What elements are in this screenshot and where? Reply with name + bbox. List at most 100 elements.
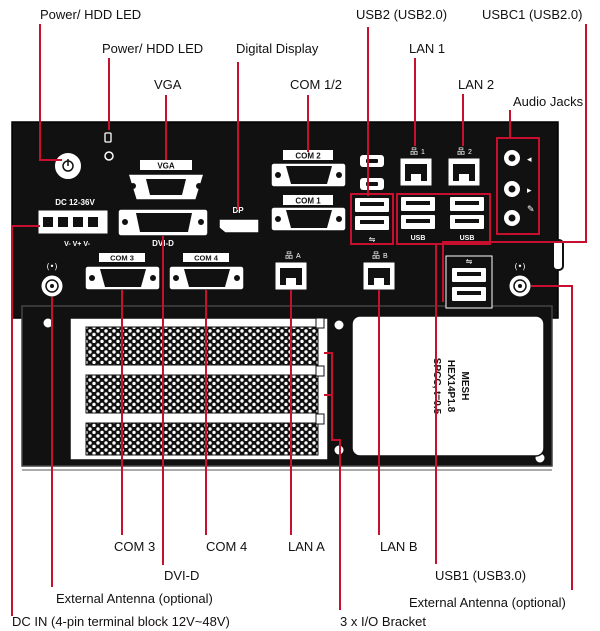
lan2-port-tag: 2 <box>468 149 472 156</box>
label-lan1: LAN 1 <box>409 41 446 56</box>
usb1-right-port-top-tongue <box>455 201 479 205</box>
dvid-connector-face <box>136 213 192 232</box>
callout-power-hdd-led-1 <box>39 24 62 161</box>
dvid-screw-right <box>198 219 204 225</box>
audio-jack-mic-hole <box>508 214 516 222</box>
dc-voltage-label: DC 12-36V <box>55 198 95 207</box>
com1-label-box <box>283 195 333 205</box>
com2-label-box <box>283 150 333 160</box>
mesh-sticker-line-2: HEX14P1.8 <box>445 360 456 413</box>
io-bracket-tab-1 <box>315 317 325 329</box>
antenna-left-wifi-icon: (•) <box>47 262 58 271</box>
vga-connector-face <box>146 179 186 195</box>
label-vga: VGA <box>154 77 182 92</box>
lan1-network-icon: 品 <box>410 147 418 156</box>
com3-screw-left <box>89 275 95 281</box>
com3-port-label: COM 3 <box>110 254 134 263</box>
lana-port-tag: A <box>296 253 301 260</box>
lanb-port[interactable]: 品 B <box>362 251 396 291</box>
usbc1-ports[interactable]: ⇋ <box>445 255 493 309</box>
mesh-sticker-area <box>351 315 545 457</box>
io-bracket-tab-3 <box>315 413 325 425</box>
dc-terminal-pin-1 <box>43 217 53 227</box>
usbc1-port-top-tongue <box>457 272 481 276</box>
com2-port[interactable]: COM 2 <box>270 150 347 188</box>
label-power-hdd-led-1: Power/ HDD LED <box>40 7 142 22</box>
lanb-port-tag: B <box>383 253 388 260</box>
com1-screw-right <box>336 216 342 222</box>
audio-jack-line-out-hole <box>508 154 516 162</box>
io-bracket-3[interactable] <box>85 422 319 456</box>
lan2-port[interactable]: 品 2 <box>447 147 481 187</box>
usb-symbol-icon: ⇋ <box>369 235 376 244</box>
label-digital-display: Digital Display <box>236 41 319 56</box>
label-lana: LAN A <box>288 539 325 554</box>
callout-lines <box>11 24 587 616</box>
com3-port[interactable]: COM 3 <box>84 253 161 291</box>
vga-screw-left <box>130 183 136 189</box>
label-com12: COM 1/2 <box>290 77 343 92</box>
label-usbc1: USBC1 (USB2.0) <box>482 7 583 22</box>
antenna-right-wifi-icon: (•) <box>515 262 526 271</box>
audio-in-icon: ▸ <box>527 186 532 196</box>
dp-port-label: DP <box>232 206 244 215</box>
usbc1-port-bottom-tongue <box>457 291 481 295</box>
io-bracket-1[interactable] <box>85 326 319 366</box>
usb2-port-bottom-tongue <box>360 220 384 224</box>
lan2-connector-jack <box>453 164 475 181</box>
callout-ext-antenna-2 <box>531 285 573 590</box>
lanb-connector-jack <box>368 268 390 285</box>
com3-label-box <box>99 253 145 262</box>
hdd-led-icon <box>104 132 112 143</box>
usb1-ports-left[interactable]: USB <box>401 197 435 242</box>
label-usb2: USB2 (USB2.0) <box>356 7 448 22</box>
usb2-ports[interactable]: ⇋ <box>355 198 389 244</box>
right-side-bump <box>552 239 564 271</box>
lan1-connector-jack <box>405 164 427 181</box>
lan1-port[interactable]: 品 1 <box>399 147 433 187</box>
label-ext-antenna-2: External Antenna (optional) <box>409 595 566 610</box>
lan1-connector-clip <box>411 174 421 181</box>
com4-label-box <box>183 253 229 262</box>
com4-port-label: COM 4 <box>194 254 219 263</box>
audio-jack-line-in-hole <box>508 185 516 193</box>
usb1-left-port-bottom-tongue <box>406 219 430 223</box>
lana-port[interactable]: 品 A <box>274 251 308 291</box>
callout-usb2-box <box>350 193 394 245</box>
com2-port-label: COM 2 <box>295 152 321 161</box>
com1-port[interactable]: COM 1 <box>270 195 347 232</box>
dvid-screw-left <box>122 219 128 225</box>
vga-port[interactable]: VGA <box>126 160 206 201</box>
label-audio-jacks: Audio Jacks <box>513 94 584 109</box>
io-bracket-screw-top <box>333 319 345 331</box>
dp-port[interactable]: DP <box>218 206 260 234</box>
io-bracket-2[interactable] <box>85 374 319 414</box>
label-dvid: DVI-D <box>164 568 200 583</box>
com4-port[interactable]: COM 4 <box>168 253 245 291</box>
label-lan2: LAN 2 <box>458 77 495 92</box>
mesh-sticker: MESH HEX14P1.8 SPCC, t=0.5 <box>351 315 545 457</box>
dc-terminal-pin-4 <box>88 217 98 227</box>
dc-terminal-block[interactable]: DC 12-36V V- V+ V- <box>37 198 109 248</box>
dc-terminal-pin-3 <box>73 217 83 227</box>
com4-connector-face <box>184 269 230 287</box>
audio-jacks[interactable]: ◂ ▸ ✎ <box>504 150 535 226</box>
mesh-sticker-line-1: MESH <box>459 372 470 401</box>
label-com3: COM 3 <box>114 539 156 554</box>
label-com4: COM 4 <box>206 539 248 554</box>
usb1-left-port-top-tongue <box>406 201 430 205</box>
lan2-connector-clip <box>459 174 469 181</box>
com1-screw-left <box>275 216 281 222</box>
com2-screw-right <box>336 172 342 178</box>
usb1-ports-right[interactable]: USB <box>450 197 484 242</box>
vga-port-label: VGA <box>157 162 175 171</box>
lanb-network-icon: 品 <box>372 251 380 260</box>
callout-audio-box <box>496 137 540 235</box>
label-lanb: LAN B <box>380 539 418 554</box>
callout-dc-in <box>11 225 40 616</box>
dp-connector <box>218 218 260 234</box>
dc-pin-labels: V- V+ V- <box>64 241 91 248</box>
antenna-right-ring <box>513 279 527 293</box>
lana-connector-jack <box>280 268 302 285</box>
